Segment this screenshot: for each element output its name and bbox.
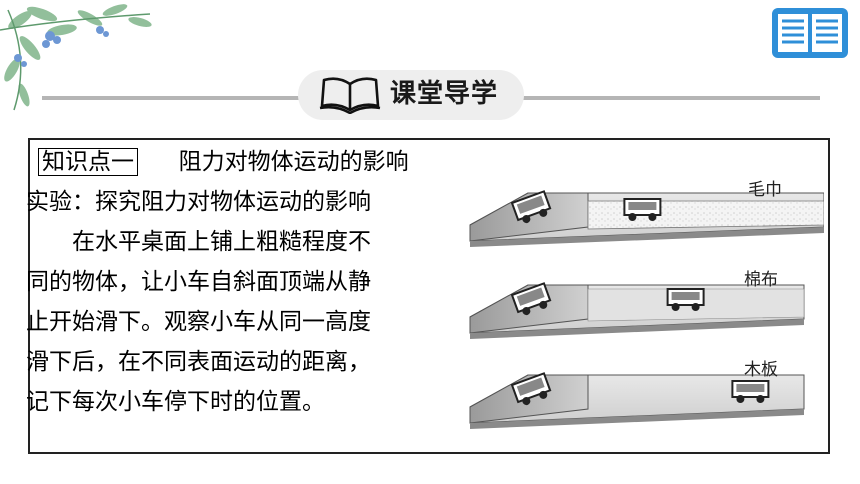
surface-label-wood: 木板 bbox=[744, 360, 778, 380]
cart-start bbox=[510, 282, 552, 316]
header-rule-left bbox=[42, 96, 304, 100]
surface-label-cotton: 棉布 bbox=[744, 270, 778, 290]
text-line: 记下每次小车停下时的位置。 bbox=[26, 389, 325, 415]
section-heading-line: 知识点一 阻力对物体运动的影响 bbox=[26, 142, 476, 182]
text-line: 在水平桌面上铺上粗糙程度不 bbox=[72, 229, 371, 255]
cart-start bbox=[510, 372, 552, 406]
cart-stop-towel bbox=[623, 198, 662, 221]
section-heading: 阻力对物体运动的影响 bbox=[178, 149, 409, 175]
track-towel bbox=[469, 192, 824, 247]
cart-start bbox=[510, 190, 552, 224]
experiment-figure: 毛巾 棉布 木板 bbox=[469, 180, 824, 429]
knowledge-point-tag: 知识点一 bbox=[38, 148, 138, 176]
text-line: 止开始滑下。观察小车从同一高度 bbox=[26, 309, 371, 335]
leaf-decoration bbox=[0, 4, 152, 111]
page-title: 课堂导学 bbox=[390, 79, 499, 109]
header-rule-right bbox=[520, 96, 820, 100]
surface-label-towel: 毛巾 bbox=[748, 180, 782, 200]
cart-stop-cotton bbox=[666, 288, 705, 311]
text-line: 同的物体，让小车自斜面顶端从静 bbox=[26, 269, 371, 295]
book-icon bbox=[772, 8, 848, 58]
section-text: 知识点一 阻力对物体运动的影响 实验：探究阻力对物体运动的影响 在水平桌面上铺上… bbox=[26, 142, 476, 422]
cart-stop-wood bbox=[731, 380, 770, 403]
text-line: 实验：探究阻力对物体运动的影响 bbox=[26, 189, 371, 215]
text-line: 滑下后，在不同表面运动的距离， bbox=[26, 349, 371, 375]
open-book-icon bbox=[319, 77, 381, 114]
